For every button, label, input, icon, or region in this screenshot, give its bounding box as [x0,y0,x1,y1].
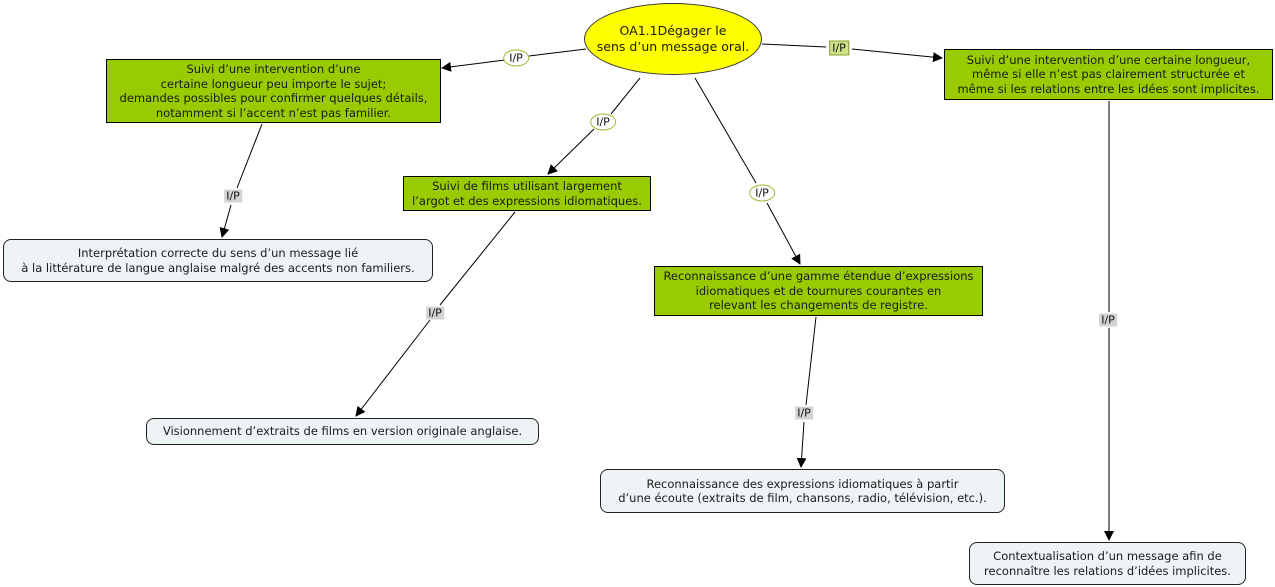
link-label-n2-n6[interactable]: I/P [426,306,444,320]
root-concept-text: OA1.1Dégager le sens d’un message oral. [596,23,750,54]
link-root-n4-segment-start [761,43,827,48]
concept-suivi-intervention-implicite[interactable]: Suivi d’une intervention d’une certaine … [944,49,1273,100]
concept-text: Suivi de films utilisant largement l’arg… [412,179,642,208]
link-label-root-n1[interactable]: I/P [503,49,529,67]
link-root-n2-segment-start [610,77,641,115]
link-label-n4-n8[interactable]: I/P [1099,313,1117,327]
concept-reconnaissance-ecoute[interactable]: Reconnaissance des expressions idiomatiq… [600,469,1005,513]
concept-text: Suivi d’une intervention d’une certaine … [119,62,428,120]
link-root-n1-arrow [441,59,506,72]
link-label-n3-n7[interactable]: I/P [795,406,813,420]
link-root-n3-segment-start [694,77,757,184]
link-label-n1-n5[interactable]: I/P [224,189,242,203]
link-n2-n6-arrow [355,319,431,417]
concept-text: Contextualisation d’un message afin de r… [984,549,1231,578]
concept-visionnement-extraits[interactable]: Visionnement d’extraits de films en vers… [146,418,539,445]
root-concept-oa1-1[interactable]: OA1.1Dégager le sens d’un message oral. [584,3,762,75]
concept-reconnaissance-gamme-expressions[interactable]: Reconnaissance d’une gamme étendue d’exp… [654,266,983,316]
link-root-n2-arrow [547,128,595,175]
concept-contextualisation-message[interactable]: Contextualisation d’un message afin de r… [969,542,1246,585]
link-n1-n5-arrow [219,204,232,238]
concept-text: Reconnaissance des expressions idiomatiq… [618,476,987,506]
link-n2-n6-segment-start [439,211,516,306]
link-root-n4-arrow [851,48,943,63]
link-root-n3-arrow [766,202,801,265]
link-n3-n7-segment-start [805,316,817,406]
link-n1-n5-segment-start [236,123,263,189]
concept-text: Suivi d’une intervention d’une certaine … [957,52,1260,96]
concept-text: Reconnaissance d’une gamme étendue d’exp… [663,269,974,313]
concept-suivi-films-argot[interactable]: Suivi de films utilisant largement l’arg… [403,176,651,211]
link-label-root-n4[interactable]: I/P [829,40,849,56]
link-root-n1-segment-start [528,48,587,57]
link-label-root-n2[interactable]: I/P [590,113,616,131]
concept-interpretation-litterature[interactable]: Interprétation correcte du sens d’un mes… [3,239,433,282]
concept-text: Interprétation correcte du sens d’un mes… [21,246,415,275]
concept-suivi-intervention-sujet[interactable]: Suivi d’une intervention d’une certaine … [106,59,441,123]
concept-text: Visionnement d’extraits de films en vers… [162,424,523,439]
link-label-root-n3[interactable]: I/P [749,184,775,202]
link-n3-n7-arrow [796,421,807,468]
